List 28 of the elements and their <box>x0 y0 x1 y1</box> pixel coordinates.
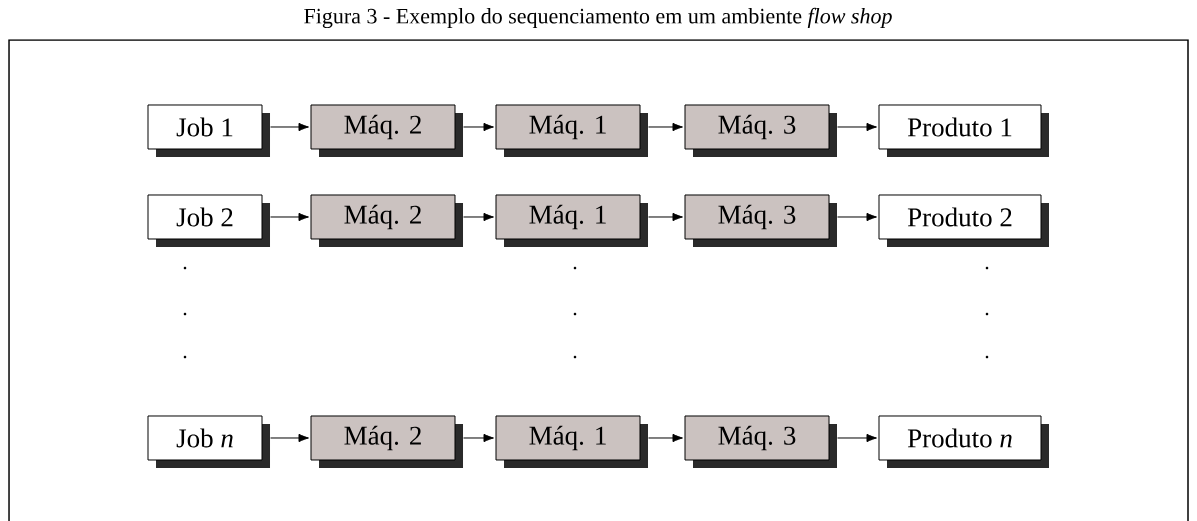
process-box: Produto 2 <box>878 194 1049 247</box>
arrow <box>837 433 877 443</box>
process-box: Job 2 <box>147 194 270 247</box>
title: Figura 3 - Exemplo do sequenciamento em um ambiente flow shop <box>304 7 892 29</box>
process-box: Máq. 3 <box>684 104 837 157</box>
process-box: Máq. 3 <box>684 415 837 468</box>
arrow <box>837 122 877 132</box>
arrow <box>648 212 683 222</box>
arrow <box>270 433 309 443</box>
arrow <box>270 122 309 132</box>
process-box: Máq. 2 <box>310 104 463 157</box>
arrow <box>270 212 309 222</box>
process-box: Máq. 2 <box>310 415 463 468</box>
process-box: Produto n <box>878 415 1049 468</box>
arrow <box>648 122 683 132</box>
process-box: Produto 1 <box>878 104 1049 157</box>
arrow <box>648 433 683 443</box>
arrow <box>463 122 494 132</box>
process-box: Job n <box>147 415 270 468</box>
process-box: Máq. 1 <box>495 415 648 468</box>
arrow <box>463 433 494 443</box>
arrow <box>463 212 494 222</box>
process-box: Máq. 3 <box>684 194 837 247</box>
process-box: Máq. 1 <box>495 104 648 157</box>
process-box: Job 1 <box>147 104 270 157</box>
arrow <box>837 212 877 222</box>
process-box: Máq. 1 <box>495 194 648 247</box>
process-box: Máq. 2 <box>310 194 463 247</box>
